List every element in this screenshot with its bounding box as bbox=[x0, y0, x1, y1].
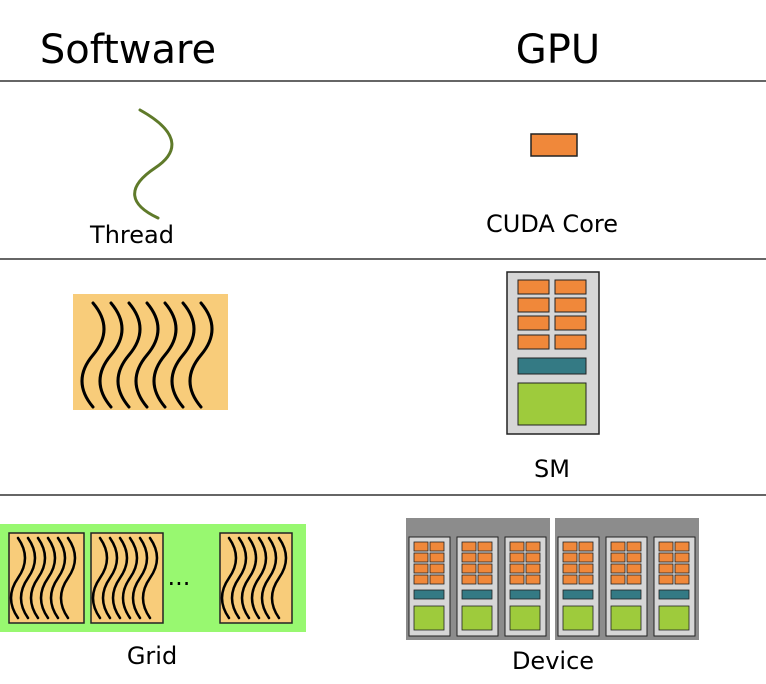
software-header: Software bbox=[40, 27, 216, 73]
device-sm-unit bbox=[504, 536, 547, 637]
sm-label: SM bbox=[534, 455, 570, 483]
device-sm-unit bbox=[456, 536, 499, 637]
cuda-core-icon bbox=[530, 133, 578, 157]
grid-icon bbox=[0, 524, 306, 632]
cuda-core-label: CUDA Core bbox=[486, 210, 618, 238]
grid-ellipsis: ... bbox=[168, 563, 191, 591]
grid-block-2 bbox=[90, 532, 164, 624]
thread-label: Thread bbox=[89, 221, 174, 249]
device-sm-unit bbox=[653, 536, 696, 637]
device-sm-unit bbox=[408, 536, 451, 637]
device-sm-unit bbox=[605, 536, 648, 637]
sm-icon bbox=[506, 271, 600, 435]
grid-label: Grid bbox=[127, 642, 177, 670]
thread-icon bbox=[133, 108, 174, 220]
gpu-header: GPU bbox=[516, 27, 600, 73]
grid-block-3 bbox=[219, 532, 293, 624]
thread-block-icon bbox=[73, 294, 228, 410]
device-label: Device bbox=[512, 647, 594, 675]
device-sm-unit bbox=[557, 536, 600, 637]
grid-block-1 bbox=[8, 532, 85, 624]
device-icon bbox=[406, 518, 699, 640]
